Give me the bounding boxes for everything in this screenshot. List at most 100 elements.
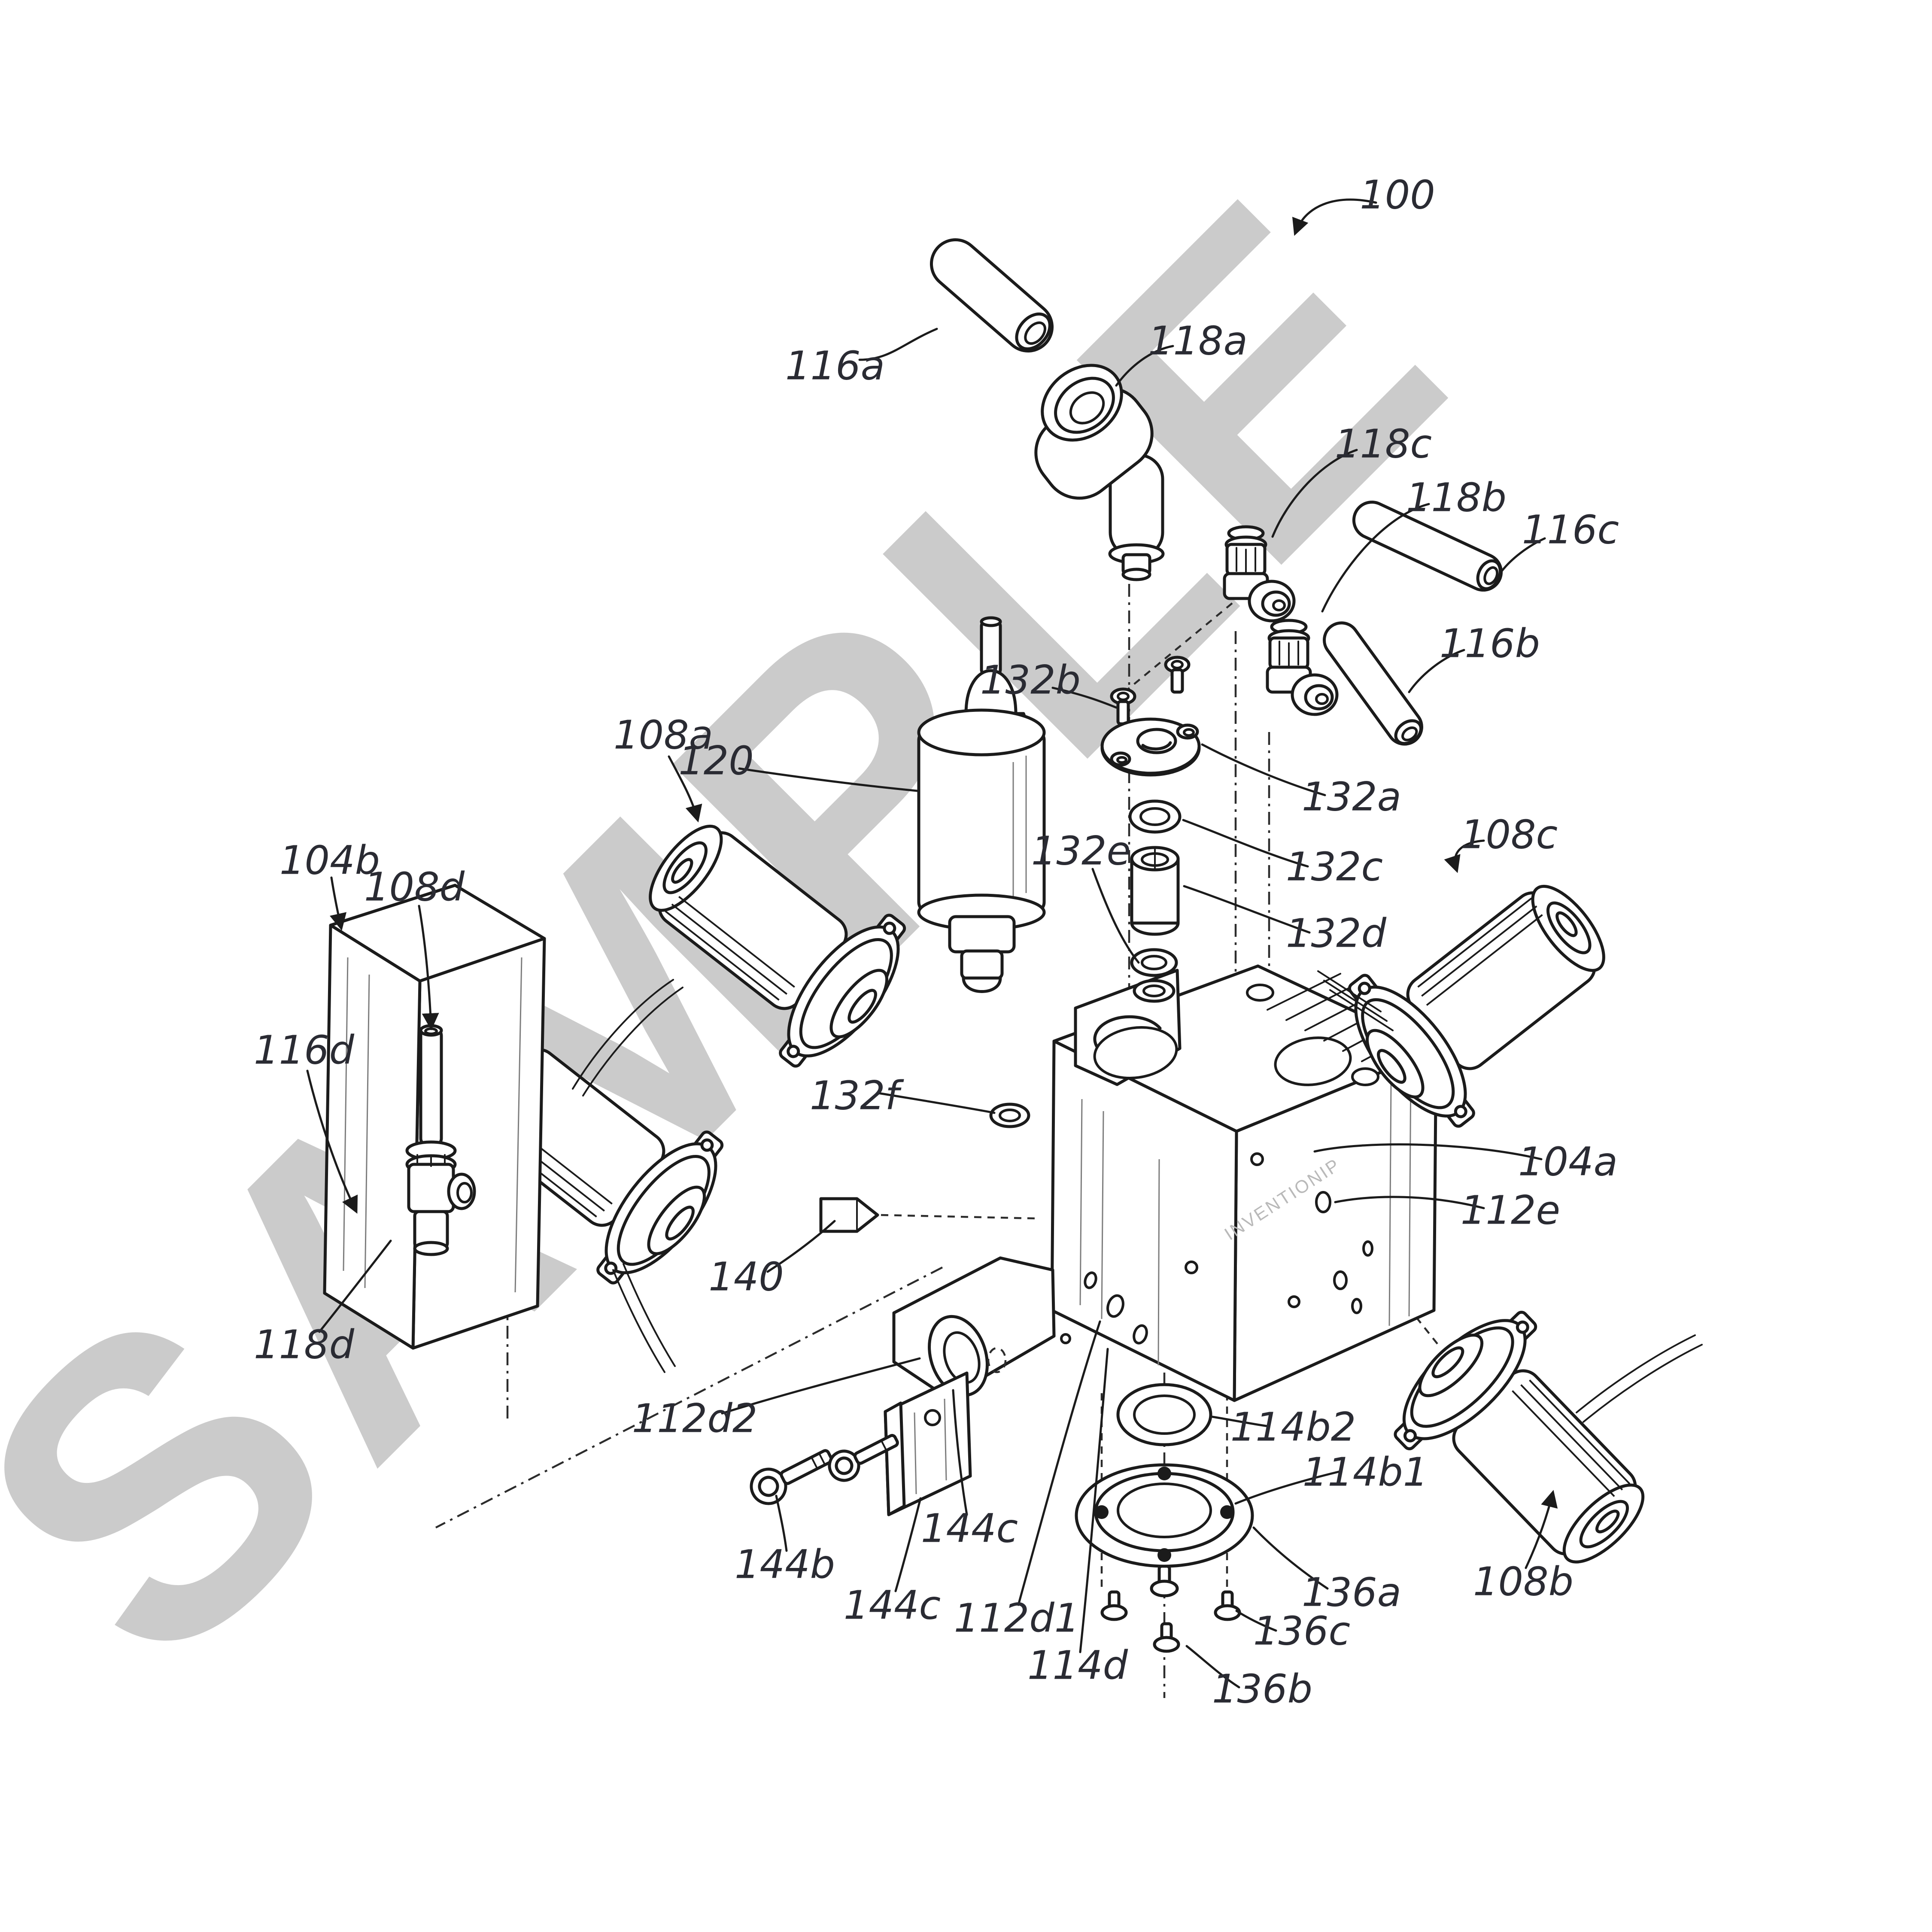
label-114b2: 114b2 <box>1230 1404 1356 1450</box>
fitting-118d <box>405 1140 476 1256</box>
leader-116b <box>1408 649 1465 693</box>
solenoid-wires <box>572 970 1703 1423</box>
label-140: 140 <box>708 1254 784 1300</box>
leader-112d2 <box>721 1357 921 1415</box>
solenoid-108b <box>1376 1292 1683 1601</box>
screw-144b-1 <box>750 1449 833 1505</box>
label-108b: 108b <box>1473 1558 1574 1604</box>
label-144b: 144b <box>735 1541 835 1587</box>
plug-140 <box>819 1197 879 1233</box>
label-104a: 104a <box>1518 1139 1618 1185</box>
leader-114b2 <box>1211 1416 1270 1428</box>
dashline-plug-140 <box>881 1214 1037 1220</box>
tube-116b <box>1323 621 1423 746</box>
label-132c: 132c <box>1286 844 1383 890</box>
label-114b1: 114b1 <box>1303 1449 1428 1495</box>
flange-132a <box>1100 717 1201 777</box>
tube-116d <box>419 1024 443 1146</box>
elbow-118a <box>1034 364 1165 581</box>
oring-132e <box>1130 948 1178 1003</box>
label-108d: 108d <box>364 864 465 910</box>
wire-108d <box>623 1263 676 1367</box>
label-132e: 132e <box>1031 828 1131 874</box>
label-118d: 118d <box>254 1321 355 1367</box>
leader-118b <box>1321 503 1430 613</box>
label-116a: 116a <box>785 343 885 389</box>
leader-132a <box>1201 743 1326 796</box>
leader-144c-upper <box>952 1389 968 1516</box>
flange-136a <box>1075 1463 1254 1568</box>
fitting-118c <box>1223 525 1296 623</box>
leader-132d <box>1183 885 1311 934</box>
wire-108d <box>612 1269 665 1373</box>
label-120: 120 <box>678 738 754 784</box>
bottom-stack <box>1075 1383 1254 1653</box>
wire-108c <box>1317 970 1382 1012</box>
leader-120 <box>738 767 918 792</box>
screw-136-top <box>1150 1564 1179 1598</box>
label-118a: 118a <box>1148 318 1248 364</box>
leader-116a <box>858 328 938 361</box>
leader-118a <box>1115 345 1174 387</box>
label-136c: 136c <box>1253 1608 1350 1654</box>
stack-132 <box>989 656 1201 1128</box>
leader-108a <box>668 755 702 823</box>
wire-108a <box>572 979 674 1090</box>
leader-108d <box>418 905 439 1030</box>
label-104b: 104b <box>279 837 380 883</box>
label-112d1: 112d1 <box>954 1595 1080 1641</box>
label-144c-upper: 144c <box>921 1505 1018 1551</box>
fitting-118b <box>1266 619 1339 716</box>
manifold-block-104a <box>892 964 1438 1402</box>
leader-136a <box>1252 1526 1329 1590</box>
label-144c-lower: 144c <box>844 1582 941 1628</box>
diagonal-centerline <box>435 1266 943 1529</box>
screw-136c-left <box>1100 1590 1128 1621</box>
bracket-144 <box>750 1371 972 1516</box>
leader-136c <box>1235 1610 1277 1632</box>
wire-108c <box>1323 980 1388 1022</box>
label-112e: 112e <box>1461 1187 1560 1233</box>
leader-132f <box>877 1092 996 1114</box>
label-112d2: 112d2 <box>632 1395 758 1441</box>
screw-136b <box>1153 1622 1180 1653</box>
label-132d: 132d <box>1286 910 1387 956</box>
leader-132b <box>1051 687 1118 709</box>
label-114d: 114d <box>1027 1642 1128 1688</box>
wire-108b <box>1576 1334 1696 1413</box>
screw-132b-2 <box>1164 656 1191 694</box>
label-108a: 108a <box>614 712 713 758</box>
leader-112d1 <box>1017 1320 1101 1606</box>
label-136a: 136a <box>1302 1569 1401 1615</box>
labels-layer: 100116a118a118c118b116c116b132b108a12013… <box>254 172 1619 1712</box>
wire-108c <box>1329 989 1394 1031</box>
leader-118c <box>1271 449 1358 538</box>
regulator-120 <box>917 616 1046 993</box>
leader-136b <box>1185 1645 1240 1689</box>
screw-144b-2 <box>828 1434 899 1482</box>
label-116b: 116b <box>1440 620 1540 666</box>
wire-108b <box>1583 1344 1703 1423</box>
leader-144b <box>775 1495 788 1552</box>
sleeve-132d <box>1130 846 1180 936</box>
leader-104a <box>1313 1143 1543 1160</box>
label-108c: 108c <box>1461 811 1558 857</box>
label-118c: 118c <box>1335 421 1432 467</box>
screw-136c-right <box>1214 1590 1241 1621</box>
leader-108b <box>1525 1490 1558 1569</box>
leader-114d <box>1079 1348 1109 1653</box>
label-132f: 132f <box>810 1072 904 1118</box>
tube-116a <box>930 238 1054 352</box>
label-136b: 136b <box>1212 1666 1312 1712</box>
label-132b: 132b <box>980 657 1081 703</box>
leader-108c <box>1444 839 1485 873</box>
label-132a: 132a <box>1302 774 1401 820</box>
oring-132f <box>989 1103 1030 1128</box>
leader-116d <box>306 1069 358 1214</box>
leader-112e <box>1334 1196 1485 1209</box>
block-104b <box>323 884 546 1350</box>
wire-108a <box>582 987 683 1097</box>
oring-114b2 <box>1116 1383 1212 1446</box>
